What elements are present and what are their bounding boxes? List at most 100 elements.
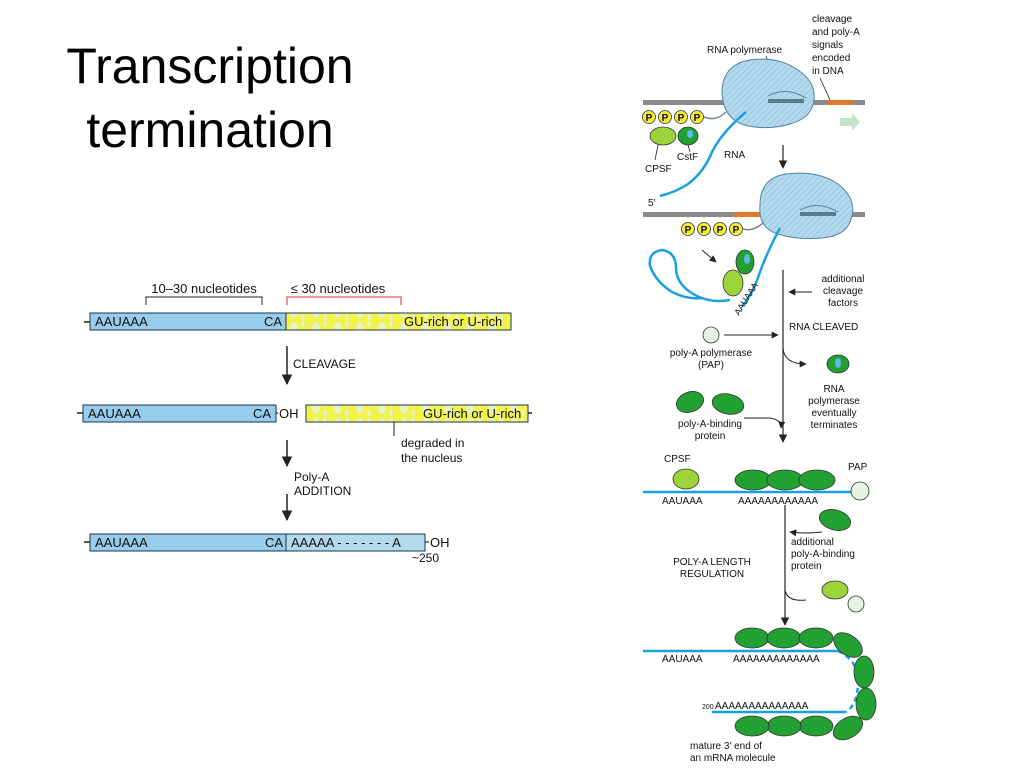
pabp-protein-a — [676, 391, 704, 413]
seq3-signal: AAUAAA — [95, 535, 148, 550]
phosphate-3-label: P — [678, 113, 685, 124]
phosphate-5-label: P — [685, 225, 692, 236]
bracket-right — [286, 296, 402, 305]
terminates-line-2: polymerase — [808, 396, 860, 407]
acf-line-2: cleavage — [823, 286, 863, 297]
mature-pabp-8 — [798, 715, 834, 737]
degraded-line-1: degraded in — [401, 436, 464, 450]
pabp-protein-2 — [766, 469, 804, 491]
mature-pabp-1 — [734, 627, 770, 649]
cleavage-signals-label: cleavage and poly-A signals encoded in D… — [812, 14, 860, 77]
mature-pabp-7 — [832, 715, 864, 741]
add-pabp-line-2: poly-A-binding — [791, 549, 855, 560]
mature-pabp-5 — [853, 655, 875, 689]
step-cleavage: CLEAVAGE — [293, 357, 356, 371]
signals-line-1: cleavage — [812, 14, 852, 25]
forward-arrow-icon — [840, 113, 860, 131]
mature-pabp-9 — [766, 715, 802, 737]
cpsf2-label: CPSF — [664, 454, 691, 465]
seq3-tail: AAAAA - - - - - - - A — [291, 535, 401, 550]
mature-pabp-3 — [798, 627, 834, 649]
num-200-label: 200 — [702, 704, 714, 711]
mature-line-1: mature 3′ end of — [690, 741, 762, 752]
dna-signal-2 — [733, 212, 759, 217]
bracket-right-label: ≤ 30 nucleotides — [291, 281, 386, 296]
signals-line-2: and poly-A — [812, 27, 860, 38]
tail-c-label: AAAAAAAAAAAAAA — [715, 701, 809, 712]
rna-label: RNA — [724, 150, 745, 161]
step-polya-line-2: ADDITION — [294, 484, 351, 498]
cpsf-protein-1 — [649, 126, 677, 146]
bracket-left-label: 10–30 nucleotides — [151, 281, 257, 296]
phosphate-6-label: P — [701, 225, 708, 236]
title-line-1: Transcription — [66, 38, 354, 94]
five-prime-label: 5′ — [648, 198, 656, 209]
terminates-line-1: RNA — [823, 384, 844, 395]
acf-line-1: additional — [822, 274, 865, 285]
pap-protein-2 — [850, 481, 870, 501]
mature-line-2: an mRNA molecule — [690, 753, 776, 764]
bracket-left — [145, 296, 263, 305]
step-polya-line-1: Poly-A — [294, 470, 329, 484]
pap-line-1: poly-A polymerase — [670, 348, 753, 359]
cstf-label: CstF — [677, 152, 698, 163]
title-line-2: termination — [86, 102, 334, 158]
signals-line-5: in DNA — [812, 66, 844, 77]
pabp-line-1: poly-A-binding — [678, 419, 742, 430]
mature-pabp-6 — [855, 687, 877, 721]
dna-signal-1 — [828, 100, 854, 105]
rna-yellow-segment-1 — [285, 312, 512, 331]
seq-a-label: AAUAAA — [662, 496, 703, 507]
pap2-label: PAP — [848, 462, 868, 473]
polymerase-shape-2 — [759, 172, 854, 239]
phosphate-8 — [729, 222, 743, 236]
terminates-line-4: terminates — [811, 420, 858, 431]
seq2-rich: GU-rich or U-rich — [423, 406, 521, 421]
cpsf-label: CPSF — [645, 164, 672, 175]
pap-protein-release — [847, 595, 865, 613]
add-pabp-line-1: additional — [791, 537, 834, 548]
ctd-phosphates-2: P P P P — [681, 222, 743, 236]
pap-line-2: (PAP) — [698, 360, 724, 371]
polymerase-shape-1 — [721, 58, 815, 129]
pabp-protein-extra — [818, 509, 852, 531]
pap-protein — [702, 326, 720, 344]
phosphate-3 — [674, 110, 688, 124]
cpsf-protein-2 — [722, 269, 744, 297]
seq-b-label: AAUAAA — [662, 654, 703, 665]
add-pabp-line-3: protein — [791, 561, 822, 572]
seq1-signal: AAUAAA — [95, 314, 148, 329]
phosphate-1 — [642, 110, 656, 124]
signals-line-3: signals — [812, 40, 843, 51]
rna-polymerase-label: RNA polymerase — [707, 45, 782, 56]
polya-loop-dashed — [837, 649, 860, 714]
seq3-length: ~250 — [412, 551, 439, 565]
pabp-protein-b — [711, 393, 745, 415]
seq1-ca: CA — [264, 314, 282, 329]
seq3-oh: OH — [430, 535, 450, 550]
phosphate-7-label: P — [717, 225, 724, 236]
length-reg-line-2: REGULATION — [680, 569, 744, 580]
signals-line-4: encoded — [812, 53, 850, 64]
phosphate-4 — [690, 110, 704, 124]
phosphate-1-label: P — [646, 113, 653, 124]
acf-line-3: factors — [828, 298, 858, 309]
seq2-signal: AAUAAA — [88, 406, 141, 421]
mature-pabp-4 — [833, 632, 863, 658]
rna-strand-2 — [648, 227, 782, 307]
rna-strand-1 — [659, 111, 747, 198]
pabp-line-2: protein — [695, 431, 726, 442]
seq1-rich: GU-rich or U-rich — [404, 314, 502, 329]
ctd-phosphates-1: P P P P — [642, 110, 704, 124]
tail-b-label: AAAAAAAAAAAAA — [733, 654, 820, 665]
phosphate-5 — [681, 222, 695, 236]
cpsf-protein-3 — [672, 468, 700, 490]
mature-pabp-10 — [734, 715, 770, 737]
degraded-line-2: the nucleus — [401, 451, 462, 465]
phosphate-6 — [697, 222, 711, 236]
phosphate-2 — [658, 110, 672, 124]
rna-cleaved-label: RNA CLEAVED — [789, 322, 858, 333]
mature-pabp-2 — [766, 627, 802, 649]
length-reg-line-1: POLY-A LENGTH — [673, 557, 751, 568]
